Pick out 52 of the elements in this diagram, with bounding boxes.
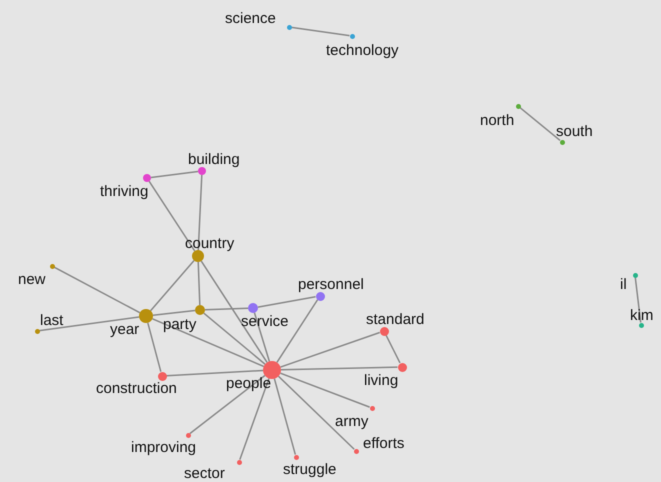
connector-line: [239, 378, 270, 460]
connector-line: [291, 26, 350, 36]
connector-line: [197, 262, 201, 306]
word-label: service: [241, 313, 289, 330]
word-label: improving: [131, 439, 196, 456]
connector-line: [385, 334, 401, 364]
word-label: sector: [184, 465, 225, 482]
word-label: north: [480, 112, 514, 129]
connector-line: [148, 180, 196, 252]
word-label: people: [226, 375, 272, 392]
connector-line: [147, 322, 162, 372]
word-label: year: [110, 321, 140, 338]
connector-line: [152, 318, 264, 368]
connector-line: [190, 374, 266, 434]
word-label: new: [18, 271, 46, 288]
word-label: kim: [630, 307, 654, 324]
connector-line: [204, 307, 248, 311]
connector-line: [166, 370, 264, 376]
word-label: struggle: [283, 461, 336, 478]
word-label: last: [40, 312, 64, 329]
connector-line: [203, 312, 266, 365]
word-label: standard: [366, 311, 424, 328]
connector-line: [200, 260, 268, 363]
word-label: party: [163, 316, 196, 333]
word-label: il: [620, 276, 627, 293]
word-label: south: [556, 123, 593, 140]
connector-line: [150, 260, 195, 312]
word-label: construction: [96, 380, 177, 397]
connector-line: [280, 366, 398, 371]
connector-line: [278, 376, 355, 450]
connector-line: [280, 332, 380, 368]
word-label: personnel: [298, 276, 364, 293]
connector-line: [54, 266, 140, 314]
word-label: efforts: [363, 435, 404, 452]
connector-line: [198, 174, 203, 250]
connector-line: [254, 312, 270, 362]
word-label: technology: [326, 42, 399, 59]
connector-line: [274, 378, 296, 455]
word-label: building: [188, 151, 240, 168]
connector-line: [39, 316, 140, 332]
word-label: thriving: [100, 183, 148, 200]
word-label: country: [185, 235, 234, 252]
connector-line: [280, 372, 370, 408]
connector-line: [150, 170, 198, 178]
connector-line: [519, 107, 561, 141]
connector-line: [634, 277, 642, 323]
word-label: living: [364, 372, 398, 389]
connector-line: [258, 296, 316, 308]
word-label: science: [225, 10, 276, 27]
word-label: army: [335, 413, 368, 430]
connector-line: [152, 310, 196, 316]
connector-line: [276, 299, 318, 363]
